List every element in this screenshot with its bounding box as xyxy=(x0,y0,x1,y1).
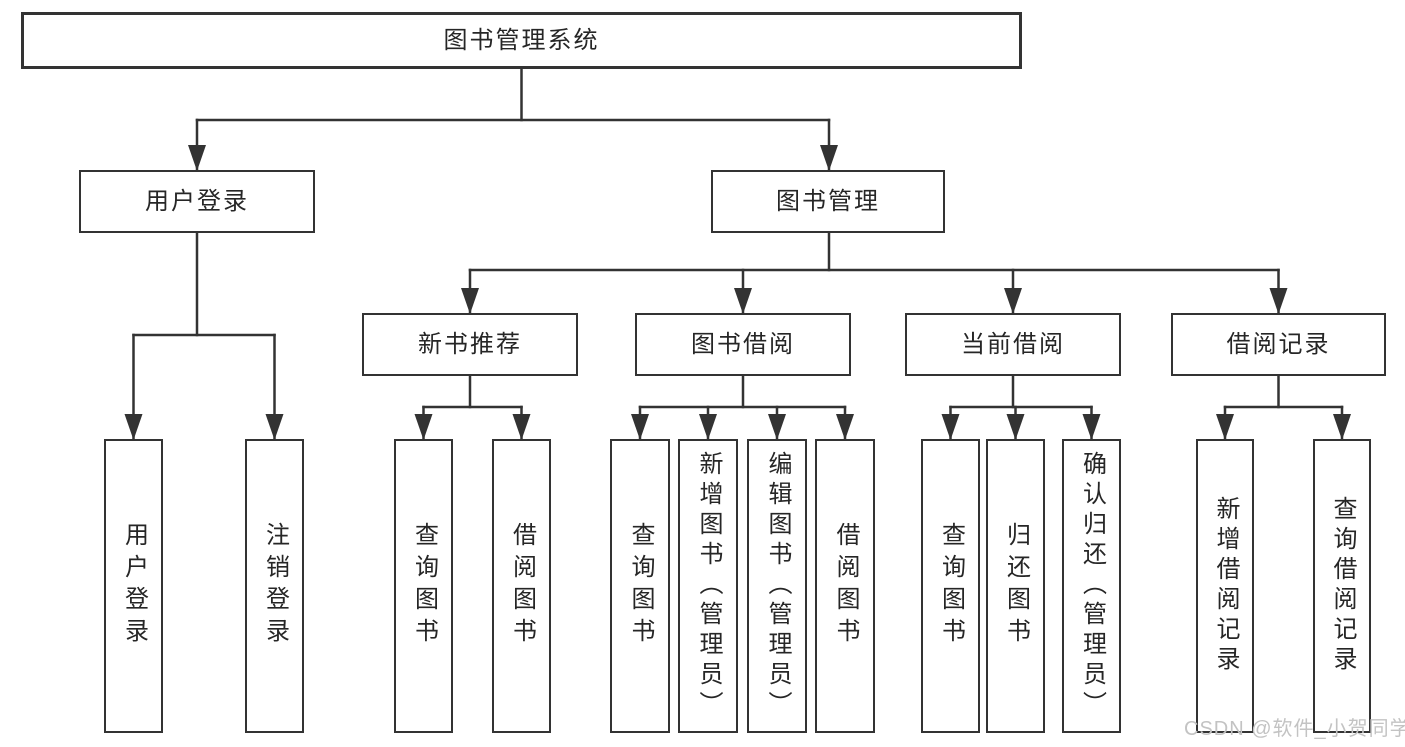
node-user-login: 用户登录 xyxy=(79,170,315,233)
node-borrow-records: 借阅记录 xyxy=(1171,313,1386,376)
node-leaf-user-login-label: 用户登录 xyxy=(120,522,148,650)
node-book-borrow-label: 图书借阅 xyxy=(691,330,795,358)
node-root: 图书管理系统 xyxy=(21,12,1022,69)
node-leaf-edit-book-admin-label: 编辑图书（管理员） xyxy=(764,451,791,721)
node-leaf-return-book: 归还图书 xyxy=(986,439,1045,733)
node-leaf-logout: 注销登录 xyxy=(245,439,304,733)
node-current-borrow-label: 当前借阅 xyxy=(961,330,1065,358)
node-leaf-edit-book-admin: 编辑图书（管理员） xyxy=(747,439,807,733)
node-book-management-label: 图书管理 xyxy=(776,187,880,215)
node-leaf-add-book-admin-label: 新增图书（管理员） xyxy=(695,451,722,721)
node-user-login-label: 用户登录 xyxy=(145,187,249,215)
node-leaf-query-books-current: 查询图书 xyxy=(921,439,980,733)
node-leaf-add-borrow-record: 新增借阅记录 xyxy=(1196,439,1254,733)
node-leaf-confirm-return-admin-label: 确认归还（管理员） xyxy=(1078,451,1106,721)
node-root-label: 图书管理系统 xyxy=(443,26,600,54)
node-leaf-query-books-current-label: 查询图书 xyxy=(937,522,965,650)
node-borrow-records-label: 借阅记录 xyxy=(1226,330,1331,358)
watermark: CSDN @软件_小贺同学 xyxy=(1184,718,1405,740)
node-leaf-borrow-books: 借阅图书 xyxy=(815,439,875,733)
node-leaf-logout-label: 注销登录 xyxy=(261,522,289,650)
node-book-management: 图书管理 xyxy=(711,170,945,233)
node-book-borrow: 图书借阅 xyxy=(635,313,851,376)
node-leaf-borrow-books-label: 借阅图书 xyxy=(832,522,859,650)
node-leaf-query-books-recommend-label: 查询图书 xyxy=(410,522,438,650)
node-current-borrow: 当前借阅 xyxy=(905,313,1121,376)
node-leaf-query-borrow-record: 查询借阅记录 xyxy=(1313,439,1371,733)
node-new-book-recommend-label: 新书推荐 xyxy=(418,330,522,358)
node-new-book-recommend: 新书推荐 xyxy=(362,313,578,376)
node-leaf-borrow-books-recommend: 借阅图书 xyxy=(492,439,551,733)
node-leaf-user-login: 用户登录 xyxy=(104,439,163,733)
node-leaf-query-books-recommend: 查询图书 xyxy=(394,439,453,733)
node-leaf-add-book-admin: 新增图书（管理员） xyxy=(678,439,738,733)
node-leaf-return-book-label: 归还图书 xyxy=(1002,522,1030,650)
node-leaf-borrow-books-recommend-label: 借阅图书 xyxy=(508,522,536,650)
node-leaf-add-borrow-record-label: 新增借阅记录 xyxy=(1212,496,1239,676)
node-leaf-confirm-return-admin: 确认归还（管理员） xyxy=(1062,439,1121,733)
node-leaf-query-borrow-record-label: 查询借阅记录 xyxy=(1329,496,1356,676)
node-leaf-query-books-borrow-label: 查询图书 xyxy=(627,522,654,650)
node-leaf-query-books-borrow: 查询图书 xyxy=(610,439,670,733)
